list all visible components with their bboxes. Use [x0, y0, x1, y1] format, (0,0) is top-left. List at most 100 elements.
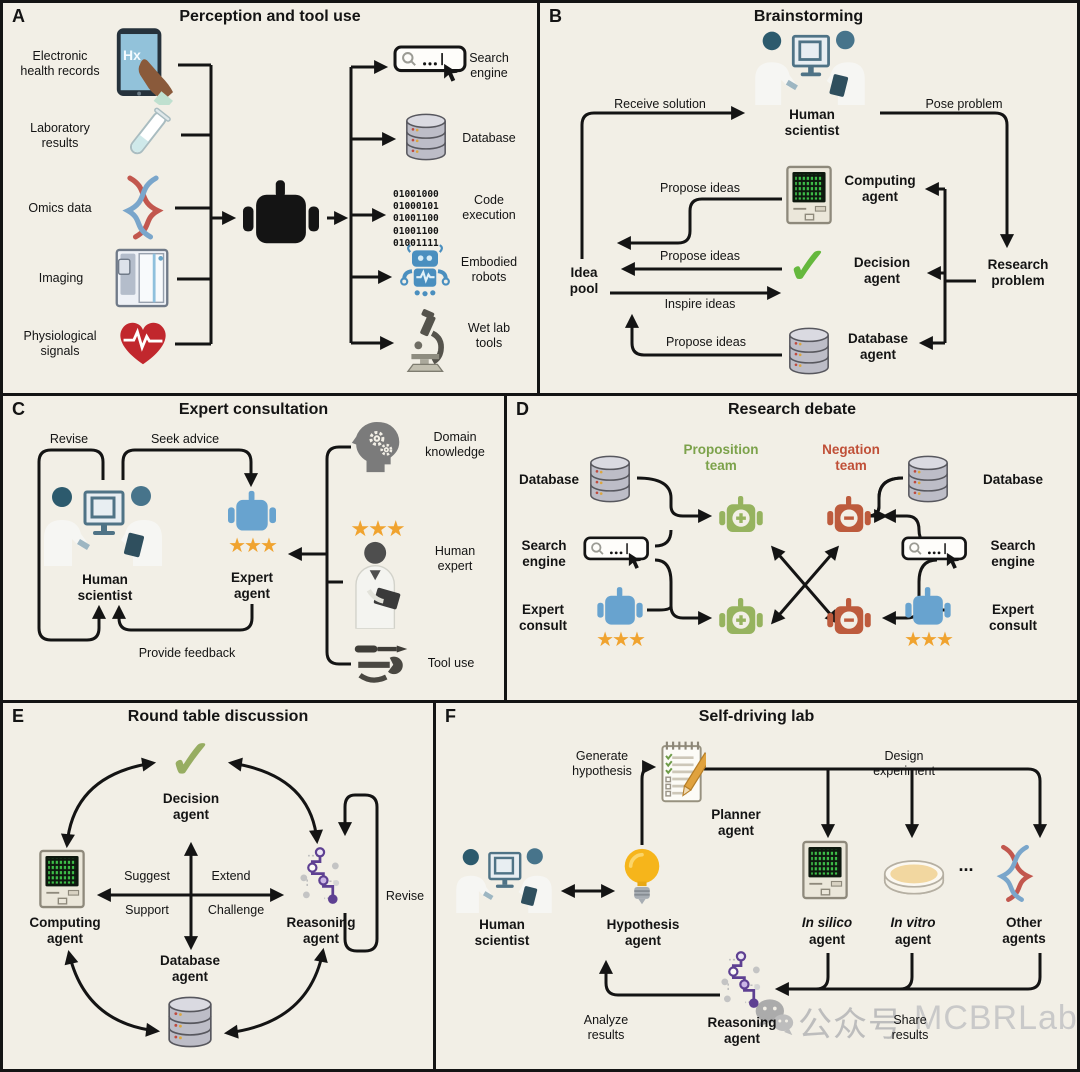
watermark-account-text: 公众号 [798, 1006, 903, 1044]
label-search-engine: Search engine [469, 51, 509, 80]
label-human-scientist: Human scientist [474, 917, 530, 949]
test-tube-icon [121, 107, 175, 161]
label-expert-consult-left: Expert consult [518, 602, 568, 634]
reasoning-agent-icon [718, 949, 764, 1013]
label-computing-agent: Computing agent [844, 173, 916, 205]
panel-f-letter: F [445, 706, 456, 726]
label-search-engine-left: Search engine [521, 538, 567, 570]
hypothesis-lightbulb-icon [622, 847, 662, 907]
label-physiological-signals: Physiological signals [23, 329, 97, 358]
in-vitro-petri-dish-icon [882, 855, 946, 898]
label-code-execution: Code execution [462, 193, 516, 222]
label-database-left: Database [518, 472, 580, 487]
arrow-label-design-experiment: Design experiment [873, 749, 935, 778]
negation-robot-icon-top [825, 492, 873, 542]
label-in-vitro-agent: agent [894, 932, 932, 947]
panel-d-letter: D [516, 399, 529, 419]
label-in-silico-agent: agent [808, 932, 846, 947]
code-execution-binary: 01001000 01000101 01001100 01001100 0100… [393, 188, 439, 249]
label-omics-data: Omics data [28, 201, 92, 215]
expert-agent-stars-icon: ★★★ [228, 535, 278, 557]
in-silico-computer-icon [802, 839, 848, 901]
proposition-robot-icon-bottom [717, 594, 765, 644]
label-decision-agent: Decision agent [162, 791, 220, 823]
arrow-label-pose-problem: Pose problem [925, 97, 1003, 111]
label-laboratory-results: Laboratory results [30, 121, 90, 150]
arrow-label-suggest: Suggest [124, 869, 170, 883]
agent-robot-icon [239, 179, 323, 255]
panel-a-letter: A [12, 6, 25, 26]
label-human-scientist: Human scientist [77, 572, 133, 604]
embodied-robot-icon [399, 243, 451, 301]
database-icon-right [905, 452, 951, 506]
panel-c-title: Expert consultation [178, 401, 329, 418]
arrow-label-propose-ideas-mid: Propose ideas [660, 249, 740, 263]
label-computing-agent: Computing agent [29, 915, 101, 947]
search-engine-icon [393, 45, 471, 84]
search-engine-icon-right [901, 536, 971, 571]
label-negation-team: Negation team [822, 442, 880, 474]
label-human-scientist: Human scientist [784, 107, 840, 139]
label-domain-knowledge: Domain knowledge [425, 430, 485, 459]
more-agents-ellipsis: ... [958, 855, 974, 875]
arrow-label-revise: Revise [385, 889, 425, 903]
label-database-right: Database [982, 472, 1044, 487]
panel-b-title: Brainstorming [753, 8, 864, 25]
search-engine-icon-left [583, 536, 653, 571]
human-scientists-icon [450, 845, 558, 913]
other-agents-dna-icon [990, 841, 1040, 905]
arrow-label-analyze-results: Analyze results [583, 1013, 629, 1042]
panel-e-letter: E [12, 706, 25, 726]
arrow-label-share-results: Share results [891, 1013, 929, 1042]
label-database-agent: Database agent [159, 953, 221, 985]
panel-d-title: Research debate [727, 401, 857, 418]
database-icon-left [587, 452, 633, 506]
decision-check-icon: ✓ [787, 238, 829, 294]
label-embodied-robots: Embodied robots [460, 255, 518, 284]
reasoning-agent-icon [297, 845, 343, 909]
panel-f-title: Self-driving lab [698, 708, 815, 725]
label-other-agents: Other agents [1002, 915, 1046, 947]
label-decision-agent: Decision agent [853, 255, 911, 287]
tools-icon [353, 642, 409, 684]
label-proposition-team: Proposition team [683, 442, 759, 474]
arrow-label-extend: Extend [211, 869, 251, 883]
database-icon [403, 111, 449, 163]
label-electronic-health-records: Electronic health records [20, 49, 100, 78]
microscope-icon [401, 307, 453, 375]
label-human-expert: Human expert [434, 544, 476, 573]
arrow-label-receive-solution: Receive solution [614, 97, 706, 111]
human-expert-stars-icon: ★★★ [350, 516, 405, 541]
ehr-tablet-icon: Hx [111, 27, 173, 105]
expert-consult-stars-right: ★★★ [904, 629, 954, 651]
tablet-screen-text: Hx [123, 47, 141, 63]
arrow-label-propose-ideas-top: Propose ideas [660, 181, 740, 195]
panel-brainstorming: B Brainstorming ✓ Human scientist Comput… [537, 0, 1080, 396]
panel-b-letter: B [549, 6, 562, 26]
arrow-label-seek-advice: Seek advice [150, 432, 220, 446]
label-planner-agent: Planner agent [711, 807, 761, 839]
label-imaging: Imaging [38, 271, 84, 285]
label-in-silico: In silico [801, 915, 853, 930]
computing-agent-icon [786, 165, 832, 225]
dna-icon [115, 173, 171, 241]
arrow-label-challenge: Challenge [207, 903, 265, 917]
label-idea-pool: Idea pool [569, 265, 599, 297]
arrow-label-inspire-ideas: Inspire ideas [664, 297, 736, 311]
label-database: Database [462, 131, 516, 145]
label-wet-lab-tools: Wet lab tools [467, 321, 511, 350]
computing-agent-icon [39, 849, 85, 909]
panel-round-table-discussion: E Round table discussion ✓ Decision agen… [0, 700, 436, 1072]
human-expert-icon [345, 536, 409, 630]
panel-a-title: Perception and tool use [179, 8, 361, 25]
panel-self-driving-lab: F Self-driving lab 公众号 MCBRLab ... Plann… [433, 700, 1080, 1072]
decision-check-icon: ✓ [168, 730, 214, 790]
panel-c-letter: C [12, 399, 25, 419]
arrow-label-support: Support [125, 903, 169, 917]
label-in-vitro: In vitro [890, 915, 936, 930]
planner-notepad-icon [658, 737, 706, 805]
human-scientists-icon [748, 27, 872, 105]
label-expert-consult-right: Expert consult [988, 602, 1038, 634]
panel-expert-consultation: C Expert consultation ★★★ ★★★ Human scie… [0, 393, 507, 703]
